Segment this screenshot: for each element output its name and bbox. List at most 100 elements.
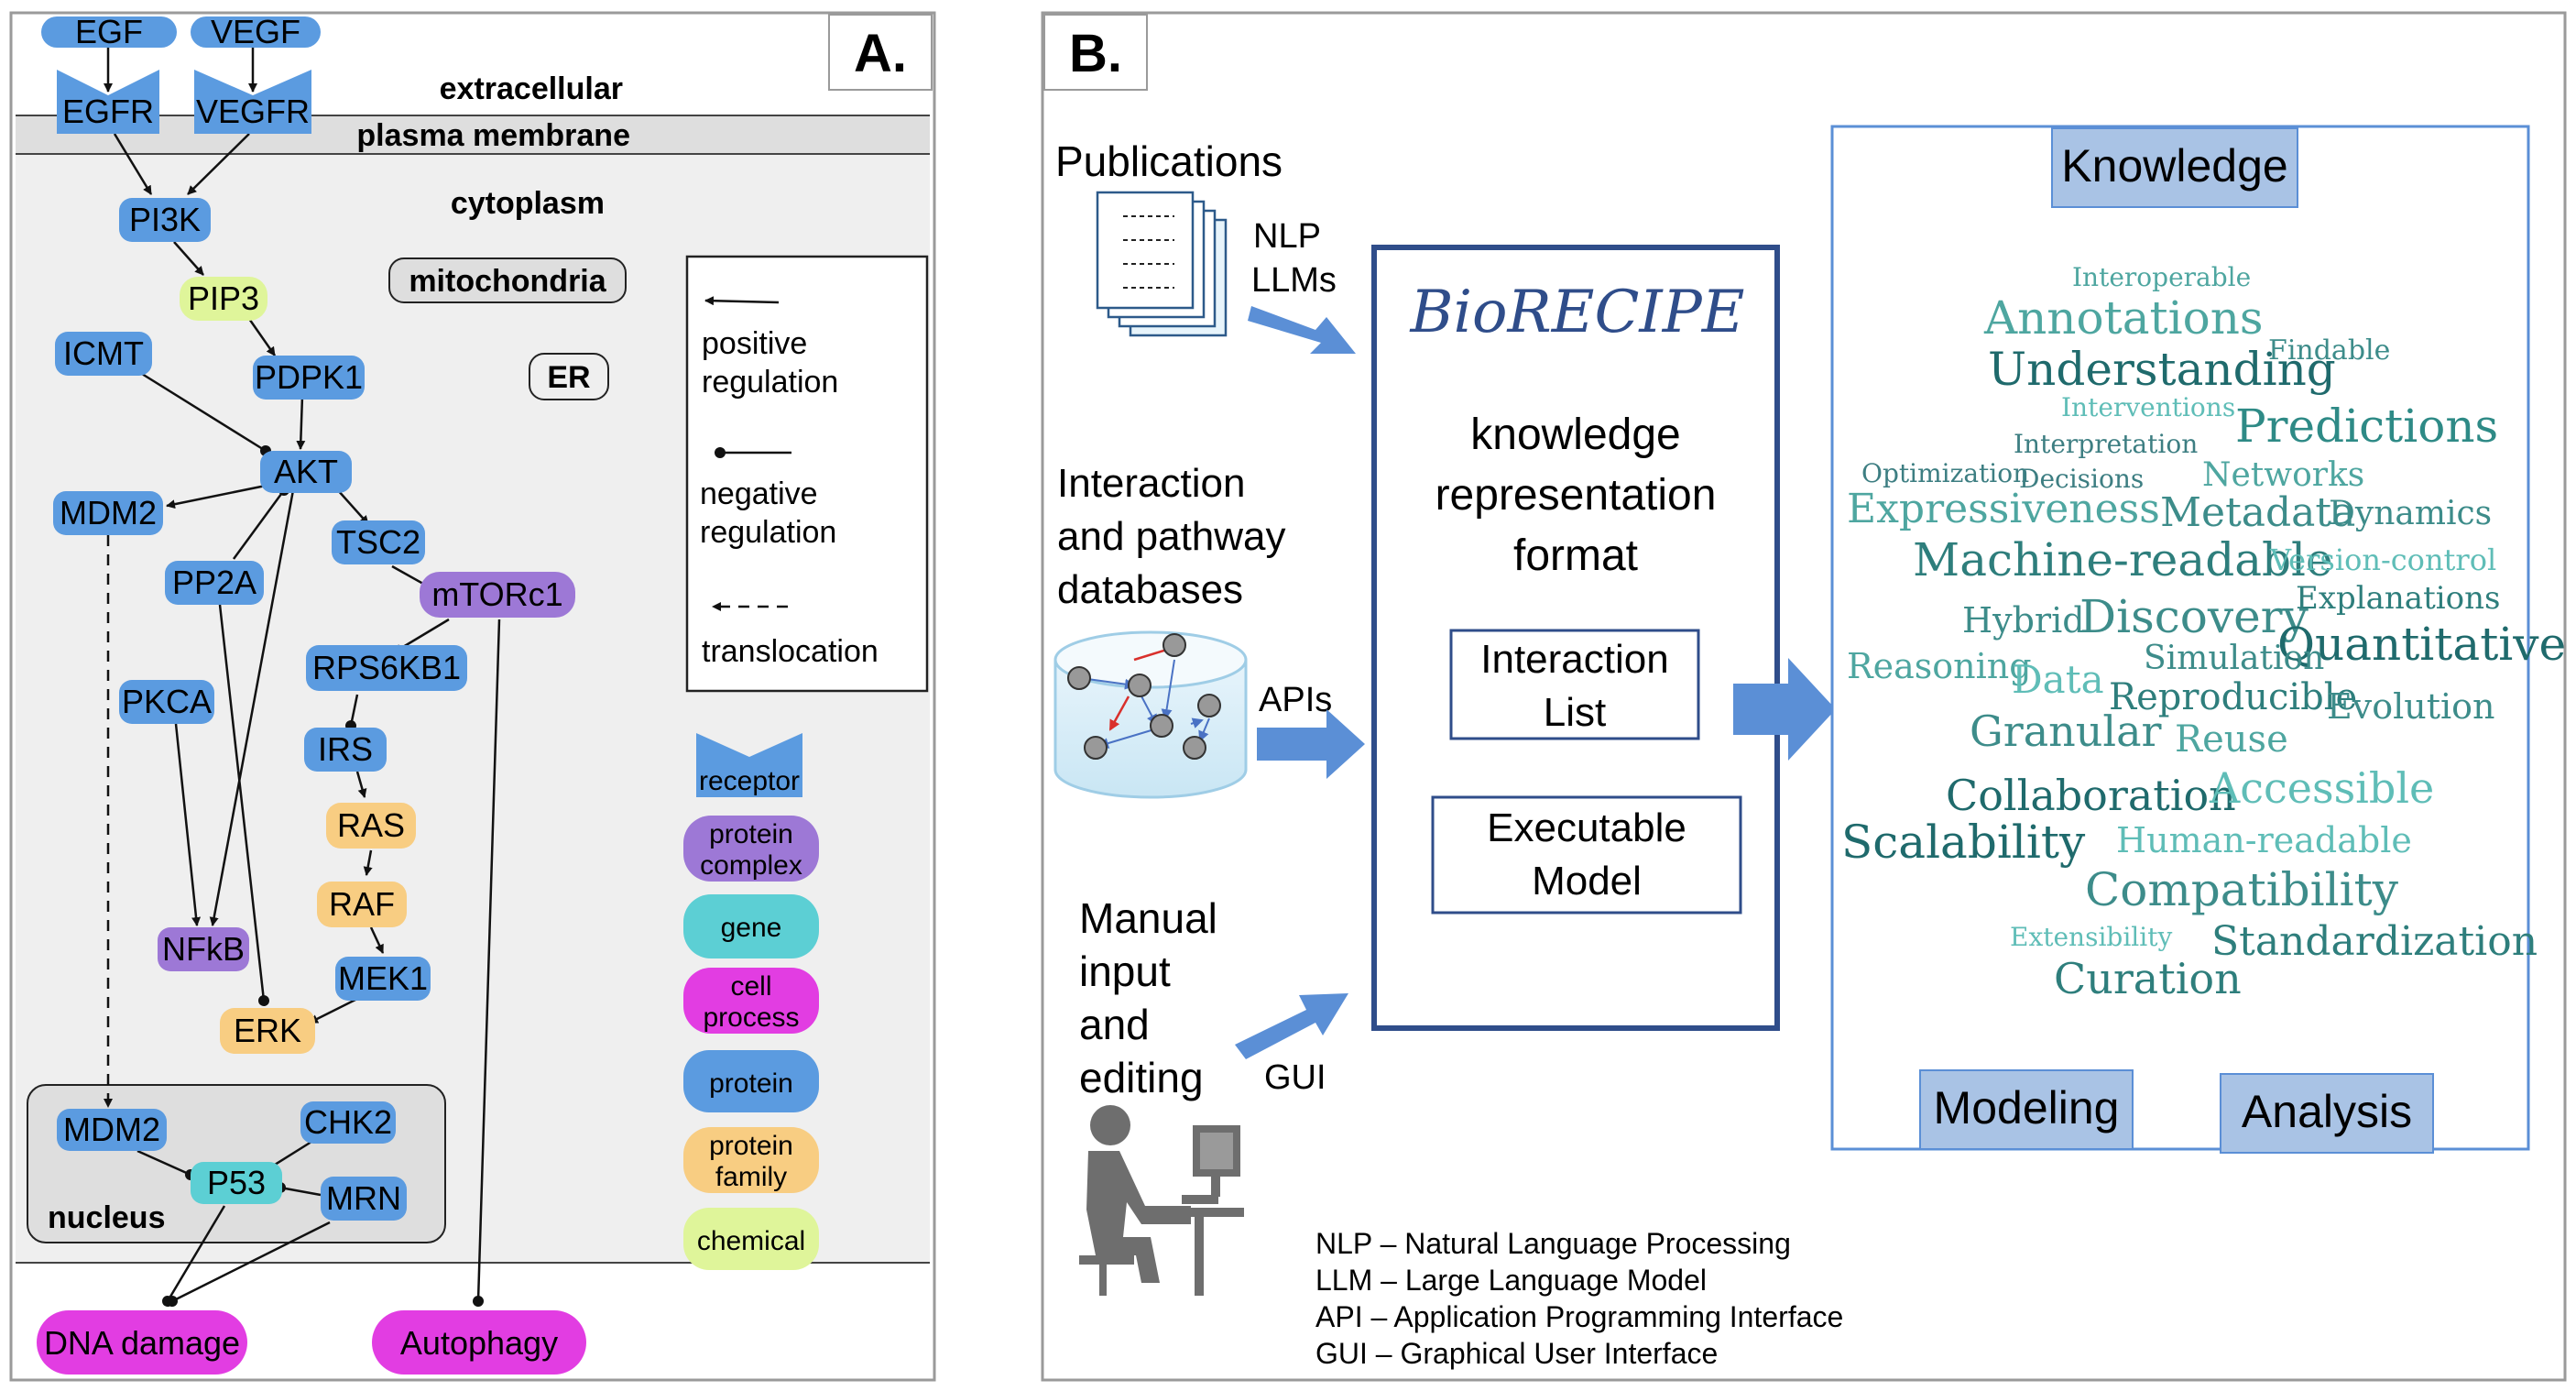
arrow-databases-to-biorecipe	[1257, 709, 1365, 779]
node-rps6kb1-shape	[306, 645, 467, 691]
node-akt-shape	[260, 451, 352, 493]
word-optimization: Optimization	[1861, 458, 2029, 488]
legend-protein-shape	[683, 1050, 819, 1112]
legend-protein-family-shape	[683, 1127, 819, 1193]
node-pkca-shape	[119, 680, 214, 724]
edge-akt-nfkb	[209, 489, 295, 926]
person-head	[1090, 1105, 1130, 1145]
word-reasoning: Reasoning	[1847, 646, 2032, 686]
word-cloud: Interoperable Annotations Findable Under…	[1841, 262, 2566, 1003]
edge-icmt-akt	[141, 372, 271, 456]
node-raf-label: RAF	[329, 885, 395, 923]
word-curation: Curation	[2054, 954, 2242, 1003]
node-ras: RAS	[326, 803, 416, 849]
edge-mtorc1-autophagy	[473, 619, 501, 1307]
node-icmt-label: ICMT	[63, 334, 144, 372]
legend-negative-line2: regulation	[700, 515, 836, 550]
panel-b: B. Publications NLP LLMs Interaction and…	[1041, 11, 2567, 1382]
node-pp2a-label: PP2A	[172, 564, 257, 601]
node-pip3: PIP3	[180, 277, 267, 321]
biorecipe-box: BioRECIPE knowledge representation forma…	[1371, 245, 1780, 1031]
node-ras-label: RAS	[337, 806, 405, 844]
node-erk-shape	[220, 1008, 315, 1054]
node-akt-label: AKT	[274, 453, 338, 490]
node-egfr-shape	[57, 70, 159, 134]
legend-protein-label: protein	[709, 1068, 793, 1099]
word-networks: Networks	[2202, 456, 2364, 494]
node-vegf-label: VEGF	[211, 13, 300, 50]
legend-protein-complex-shape	[683, 816, 819, 882]
word-understanding: Understanding	[1988, 343, 2336, 396]
edge-egfr-pi3k	[113, 133, 153, 195]
node-mek1: MEK1	[335, 957, 431, 1001]
documents-icon	[1096, 191, 1228, 337]
edge-mrn-dna-damage	[167, 1221, 331, 1307]
word-collaboration: Collaboration	[1946, 771, 2236, 820]
node-irs-shape	[304, 728, 387, 772]
nucleus-label: nucleus	[48, 1200, 165, 1235]
word-reproducible: Reproducible	[2109, 676, 2357, 718]
legend-protein-complex-line1: protein	[709, 819, 793, 849]
panel-b-label: B.	[1069, 24, 1122, 83]
executable-model-line1: Executable	[1487, 805, 1686, 850]
word-findable: Findable	[2268, 334, 2390, 367]
word-reuse: Reuse	[2175, 718, 2288, 761]
node-dna-damage-shape	[37, 1310, 247, 1375]
node-mtorc1-shape	[420, 572, 575, 618]
word-data: Data	[2012, 657, 2104, 702]
node-mrn-shape	[321, 1177, 407, 1221]
chair-leg	[1099, 1265, 1107, 1296]
biorecipe-desc-line3: format	[1513, 531, 1638, 580]
abbrev-gui: GUI – Graphical User Interface	[1315, 1337, 1718, 1370]
word-granular: Granular	[1970, 706, 2162, 756]
mitochondria-label: mitochondria	[409, 264, 606, 299]
word-metadata: Metadata	[2160, 489, 2355, 536]
legend-cell-process-line1: cell	[730, 971, 771, 1002]
node-pi3k-shape	[119, 198, 211, 242]
network-node-5	[1197, 694, 1221, 717]
node-pi3k: PI3K	[119, 198, 211, 242]
interaction-list-line2: List	[1544, 690, 1606, 735]
node-p53-label: P53	[207, 1164, 266, 1201]
node-rps6kb1: RPS6KB1	[306, 645, 467, 691]
node-mdm2-nucleus-label: MDM2	[63, 1111, 160, 1148]
llms-label: LLMs	[1251, 261, 1337, 300]
knowledge-frame	[1830, 125, 2530, 1151]
legend-gene-shape	[683, 894, 819, 958]
node-egfr-label: EGFR	[62, 93, 154, 130]
network-edge-7	[1161, 659, 1175, 720]
node-vegfr-shape	[194, 70, 311, 134]
legend-chemical-label: chemical	[697, 1226, 805, 1256]
arrow-manual-to-biorecipe	[1235, 993, 1348, 1059]
modeling-box	[1919, 1069, 2134, 1150]
word-version-control: Version-control	[2269, 542, 2496, 577]
edge-mdm2-p53	[136, 1149, 196, 1180]
node-raf-shape	[317, 882, 407, 927]
biorecipe-desc-line1: knowledge	[1470, 411, 1681, 459]
node-pdpk1: PDPK1	[253, 356, 365, 400]
manual-line1: Manual	[1079, 894, 1217, 942]
abbreviations: NLP – Natural Language Processing LLM – …	[1315, 1227, 1843, 1370]
analysis-box	[2220, 1073, 2434, 1154]
cytoplasm-label: cytoplasm	[451, 186, 605, 221]
manual-line3: and	[1079, 1001, 1150, 1048]
word-predictions: Predictions	[2235, 400, 2498, 453]
node-autophagy-shape	[372, 1310, 586, 1375]
biorecipe-desc-line2: representation	[1435, 471, 1717, 520]
word-machine-readable: Machine-readable	[1913, 533, 2333, 586]
node-dna-damage-label: DNA damage	[44, 1324, 240, 1362]
legend-protein-family-line1: protein	[709, 1131, 793, 1161]
arrow-biorecipe-to-knowledge	[1733, 658, 1836, 761]
edge-irs-ras	[355, 771, 367, 798]
nlp-label: NLP	[1253, 217, 1321, 256]
node-raf: RAF	[317, 882, 407, 927]
network-node-4	[1150, 714, 1173, 738]
node-mrn-label: MRN	[326, 1179, 401, 1217]
knowledge-header-box	[2051, 127, 2298, 208]
edge-pkca-nfkb	[174, 723, 202, 926]
edge-pdpk1-akt	[296, 395, 306, 450]
word-quantitative: Quantitative	[2277, 618, 2566, 671]
databases-line1: Interaction	[1057, 461, 1245, 506]
abbrev-llm: LLM – Large Language Model	[1315, 1264, 1707, 1297]
node-vegfr-label: VEGFR	[196, 93, 310, 130]
